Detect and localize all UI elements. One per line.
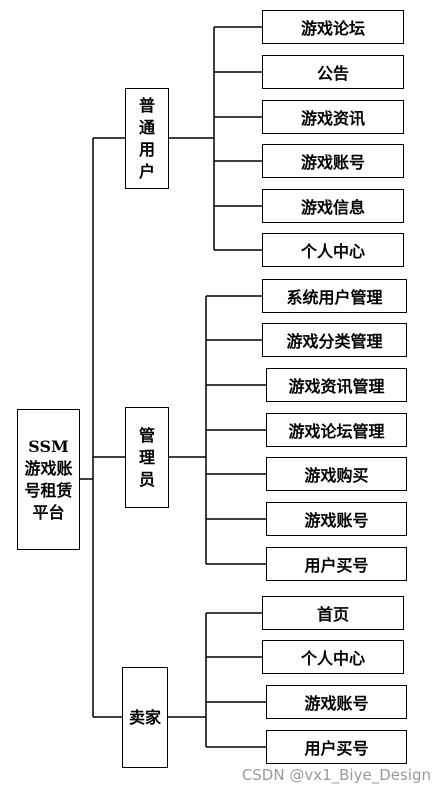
leaf-node: 游戏账号 (266, 685, 407, 719)
leaf-node-label: 游戏账号 (304, 694, 369, 713)
group-node-label: 普通用户 (138, 95, 155, 181)
root-node-label: SSM游戏账号租赁平台 (24, 436, 73, 522)
group-node-admin: 管理员 (125, 407, 169, 508)
group-node-label: 管理员 (138, 425, 155, 489)
group-node-label: 卖家 (129, 707, 162, 727)
leaf-node-label: 游戏分类管理 (286, 332, 383, 351)
leaf-node: 用户买号 (266, 730, 407, 764)
leaf-node: 用户买号 (266, 547, 407, 581)
leaf-node: 游戏分类管理 (262, 323, 407, 357)
leaf-node-label: 个人中心 (300, 649, 365, 668)
leaf-node-label: 首页 (316, 605, 349, 624)
leaf-node-label: 游戏账号 (300, 153, 365, 172)
leaf-node: 游戏购买 (266, 457, 407, 491)
watermark: CSDN @vx1_Biye_Design (241, 766, 431, 784)
leaf-node-label: 游戏资讯管理 (288, 377, 385, 396)
leaf-node-label: 用户买号 (304, 556, 369, 575)
leaf-node: 游戏论坛管理 (266, 413, 407, 447)
group-node-regular-user: 普通用户 (125, 88, 169, 189)
leaf-node: 游戏资讯管理 (266, 368, 407, 402)
leaf-node: 个人中心 (262, 233, 404, 267)
leaf-node-label: 游戏信息 (300, 198, 365, 217)
leaf-node-label: 游戏资讯 (300, 109, 365, 128)
leaf-node: 个人中心 (262, 640, 404, 674)
leaf-node-label: 游戏论坛 (300, 19, 365, 38)
leaf-node-label: 游戏账号 (304, 511, 369, 530)
leaf-node-label: 个人中心 (300, 242, 365, 261)
leaf-node-label: 用户买号 (304, 739, 369, 758)
leaf-node-label: 游戏购买 (304, 466, 369, 485)
leaf-node: 系统用户管理 (262, 279, 407, 313)
leaf-node: 首页 (262, 596, 404, 630)
leaf-node: 游戏资讯 (262, 100, 404, 134)
leaf-node: 游戏信息 (262, 189, 404, 223)
leaf-node-label: 公告 (316, 64, 349, 83)
leaf-node: 游戏账号 (262, 144, 404, 178)
leaf-node: 公告 (262, 55, 404, 89)
leaf-node: 游戏论坛 (262, 10, 404, 44)
leaf-node: 游戏账号 (266, 502, 407, 536)
leaf-node-label: 系统用户管理 (286, 288, 383, 307)
root-node: SSM游戏账号租赁平台 (17, 409, 80, 550)
leaf-node-label: 游戏论坛管理 (288, 422, 385, 441)
group-node-seller: 卖家 (122, 667, 168, 768)
